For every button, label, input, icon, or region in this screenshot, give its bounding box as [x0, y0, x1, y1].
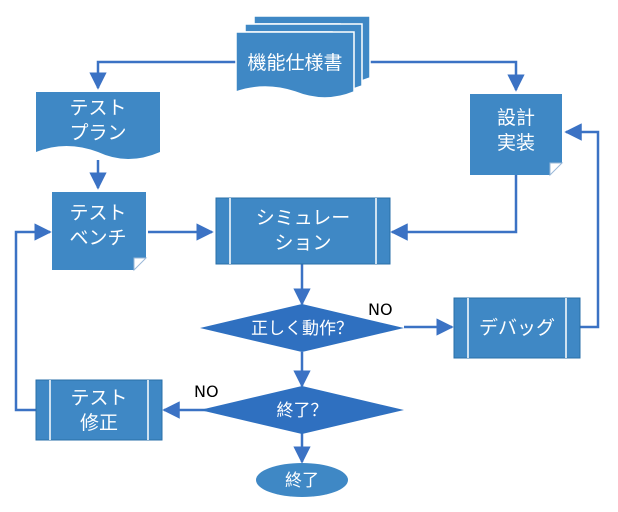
- spec-document-node: 機能仕様書: [235, 15, 371, 99]
- design-impl-label-line1: 設計: [497, 107, 535, 129]
- debug-label: デバッグ: [479, 317, 555, 339]
- test-bench-shape: [52, 192, 146, 270]
- end-check-decision: 終了？: [200, 386, 404, 434]
- test-bench-fold: [133, 257, 148, 272]
- arrow-spec-to-test-plan: [89, 60, 236, 90]
- test-bench-node: テスト ベンチ: [52, 192, 148, 272]
- spec-label: 機能仕様書: [247, 52, 342, 74]
- design-impl-fold: [549, 162, 564, 177]
- correct-no-label: NO: [368, 300, 393, 319]
- spec-doc-front: [235, 31, 355, 99]
- design-impl-label-line2: 実装: [497, 132, 535, 154]
- correct-check-decision: 正しく動作？: [200, 304, 404, 352]
- design-impl-shape: [470, 94, 562, 175]
- test-fix-node: テスト 修正: [35, 379, 163, 441]
- test-fix-shape: [35, 379, 163, 441]
- end-check-label: 終了？: [277, 401, 328, 421]
- simulation-node: シミュレー ション: [215, 197, 391, 265]
- debug-node: デバッグ: [453, 297, 581, 359]
- end-shape: [256, 463, 348, 497]
- connectors: [14, 60, 600, 464]
- correct-check-shape: [200, 304, 404, 352]
- simulation-label-line1: シミュレー: [256, 207, 351, 229]
- end-check-shape: [200, 386, 404, 434]
- test-plan-label-line2: プラン: [69, 122, 126, 144]
- end-terminator: 終了: [256, 463, 348, 497]
- correct-check-label: 正しく動作？: [251, 319, 353, 339]
- end-no-label: NO: [194, 382, 219, 401]
- debug-shape: [453, 297, 581, 359]
- test-fix-label-line2: 修正: [80, 412, 118, 434]
- end-label: 終了: [285, 471, 319, 491]
- arrow-fix-to-bench: [14, 223, 52, 412]
- arrow-design-to-simulation: [390, 175, 518, 241]
- simulation-shape: [215, 197, 391, 265]
- test-plan-label-line1: テスト: [69, 97, 126, 119]
- test-bench-label-line2: ベンチ: [69, 227, 126, 249]
- simulation-label-line2: ション: [274, 232, 331, 254]
- arrow-spec-to-design: [366, 60, 525, 92]
- design-impl-node: 設計 実装: [470, 94, 564, 177]
- test-fix-label-line1: テスト: [70, 387, 127, 409]
- arrow-debug-to-design: [564, 123, 600, 329]
- test-bench-label-line1: テスト: [69, 202, 126, 224]
- test-plan-node: テスト プラン: [36, 92, 160, 159]
- test-plan-shape: [36, 92, 160, 159]
